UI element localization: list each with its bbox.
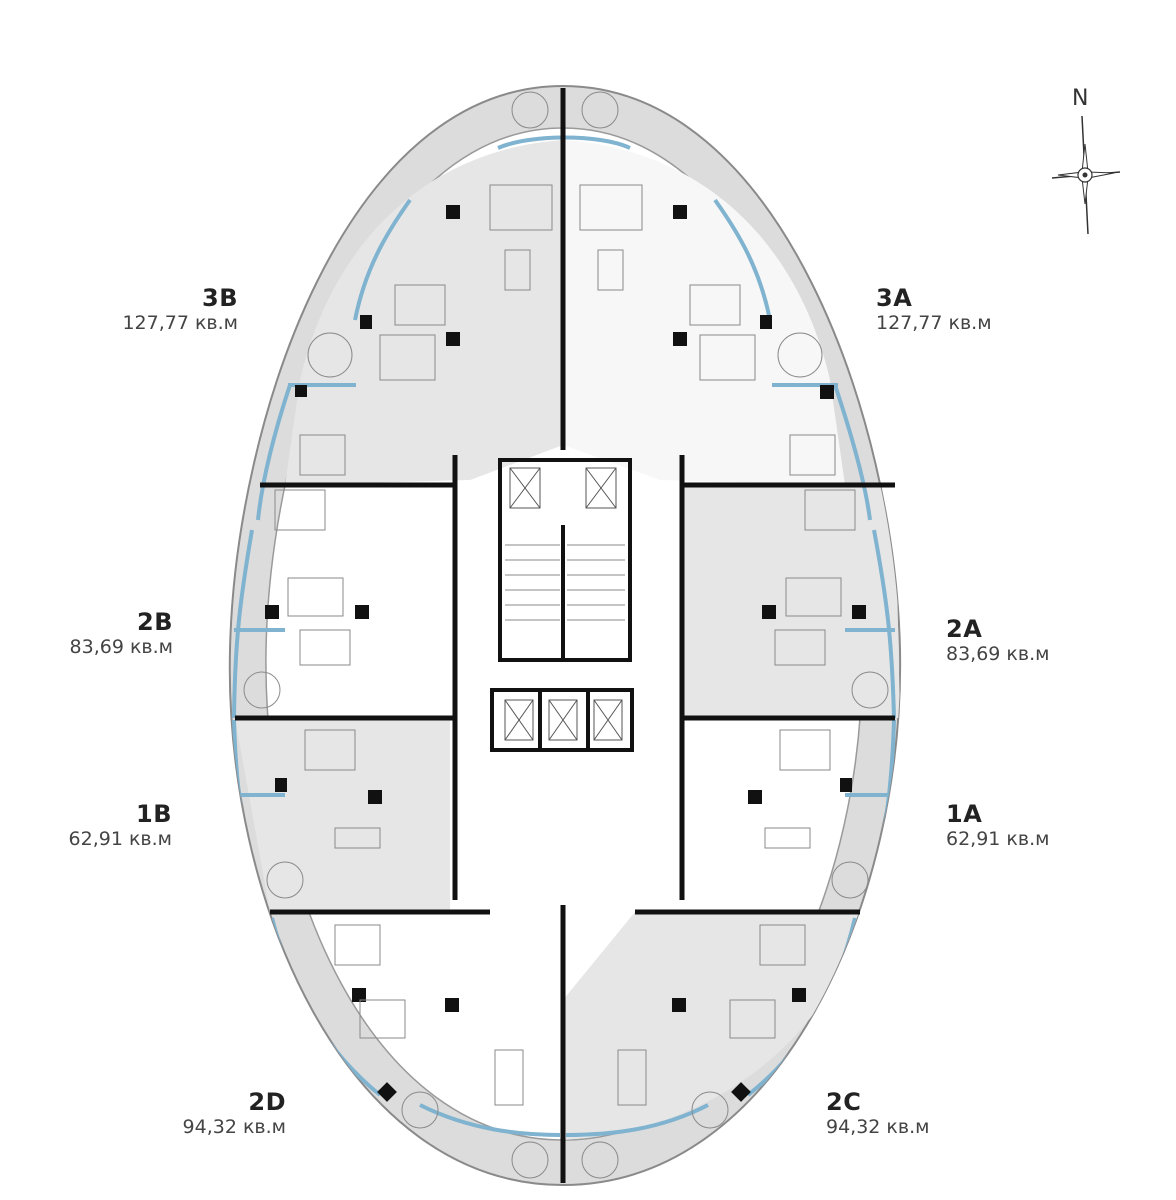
unit-2a-zone [680,485,900,718]
unit-1b-zone [235,718,450,912]
unit-2c-zone [563,912,860,1140]
unit-code: 2C [826,1088,862,1116]
north-label: N [1072,86,1089,111]
unit-code: 2A [946,615,983,643]
unit-code: 1A [946,800,983,828]
elevator-shafts [504,467,623,741]
furniture [243,91,889,1179]
unit-code: 3A [876,284,913,312]
unit-code: 2D [248,1088,286,1116]
unit-code: 2B [137,608,173,636]
unit-code: 1B [136,800,172,828]
structural-walls [235,88,895,1183]
north-compass: N [1050,86,1130,238]
stair-treads [505,544,625,621]
unit-3b-zone [285,140,563,485]
unit-code: 3B [202,284,238,312]
unit-3a-zone [563,140,845,485]
compass-rose-icon [1051,115,1121,235]
central-core [490,458,634,752]
columns [265,205,866,1102]
